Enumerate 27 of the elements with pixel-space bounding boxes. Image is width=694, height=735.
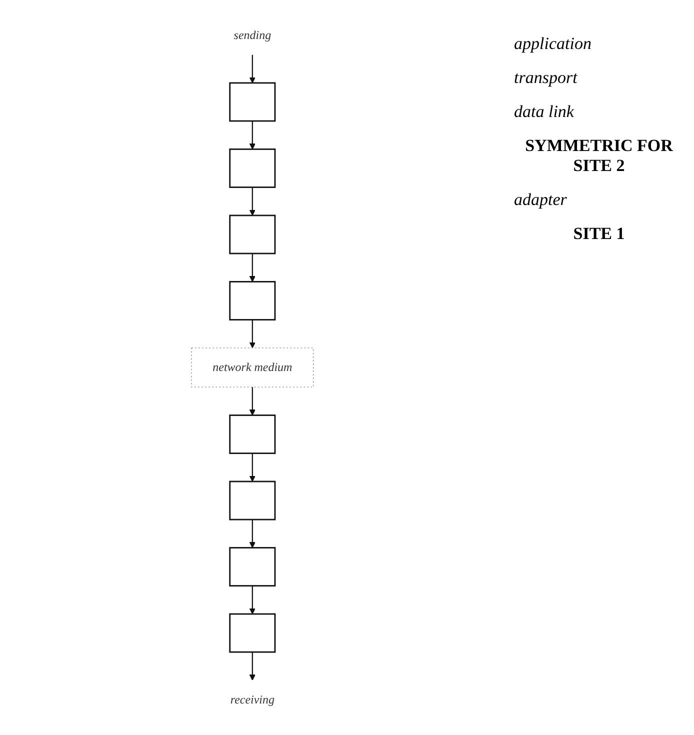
node-box <box>228 480 276 520</box>
node-box: network medium <box>190 348 314 388</box>
site-label: SYMMETRIC FOR SITE 2 <box>524 136 674 176</box>
site-label: SITE 1 <box>572 224 626 244</box>
arrow <box>248 520 256 548</box>
node-text: sending <box>233 28 271 42</box>
arrow <box>248 54 256 84</box>
layer-label: transport <box>514 68 579 88</box>
node-box <box>228 547 276 586</box>
node-box <box>228 281 276 320</box>
node-box <box>228 613 276 653</box>
arrow <box>248 387 256 416</box>
arrow <box>248 453 256 482</box>
arrow <box>248 652 256 681</box>
arrow <box>248 121 256 150</box>
node-box <box>228 214 276 254</box>
layer-label: adapter <box>514 190 568 210</box>
arrow <box>248 320 256 348</box>
layer-label: application <box>514 34 592 54</box>
arrow <box>248 586 256 614</box>
layer-label: data link <box>514 102 575 122</box>
node-box <box>228 82 276 122</box>
node-text: receiving <box>230 692 274 706</box>
arrow <box>248 187 256 216</box>
node-box <box>228 148 276 188</box>
node-box <box>228 414 276 454</box>
arrow <box>248 254 256 282</box>
